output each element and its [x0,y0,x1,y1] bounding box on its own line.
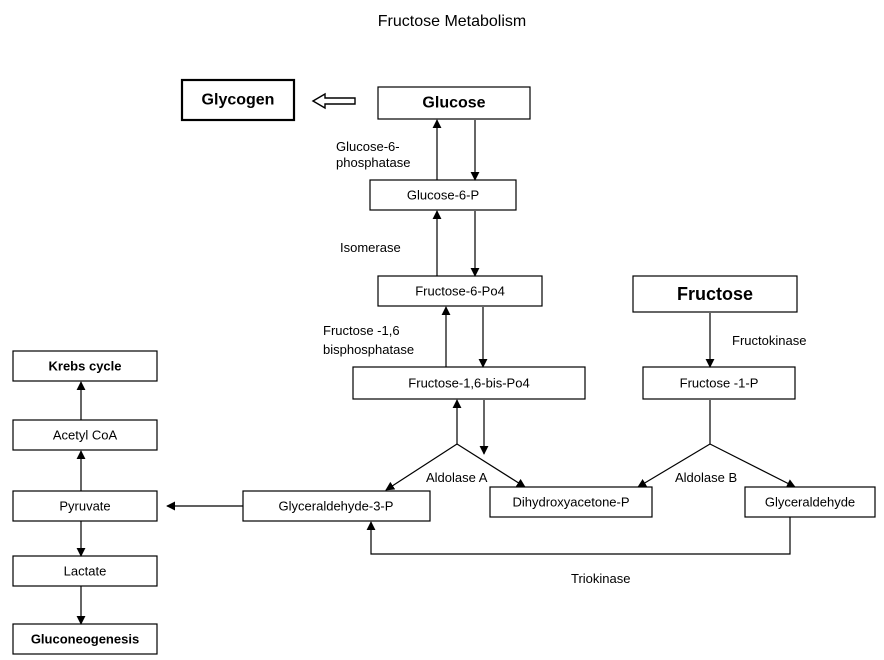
node-gluconeogenesis: Gluconeogenesis [12,623,158,655]
label-glucose-6-phosphatase-line2: phosphatase [336,155,410,170]
node-fructose-6-po4: Fructose-6-Po4 [377,275,543,307]
node-dihydroxyacetone-p: Dihydroxyacetone-P [489,486,653,518]
label-fructokinase: Fructokinase [732,333,806,348]
node-fructose-1-p: Fructose -1-P [642,366,796,400]
node-fructose-1-6-bis-po4: Fructose-1,6-bis-Po4 [352,366,586,400]
label-triokinase: Triokinase [571,571,630,586]
svg-text:Glyceraldehyde-3-P: Glyceraldehyde-3-P [279,499,394,514]
arrow-glyceraldehyde-to-glyceraldehyde-3-p [366,517,791,555]
arrow-aldolase-b-to-glyceraldehyde [709,443,796,488]
node-glycogen: Glycogen [180,78,296,122]
svg-text:Fructose: Fructose [677,284,753,304]
node-acetyl-coa: Acetyl CoA [12,419,158,451]
svg-text:Pyruvate: Pyruvate [59,499,110,514]
node-glucose: Glucose [377,86,531,120]
arrow-aldolase-a-to-glyceraldehyde-3-p [385,443,458,491]
svg-text:Acetyl CoA: Acetyl CoA [53,428,118,443]
label-aldolase-b: Aldolase B [675,470,737,485]
svg-text:Fructose -1-P: Fructose -1-P [680,376,759,391]
svg-text:Lactate: Lactate [64,564,107,579]
svg-text:Glucose: Glucose [422,95,485,112]
node-krebs-cycle: Krebs cycle [12,350,158,382]
node-glyceraldehyde-3-p: Glyceraldehyde-3-P [242,490,431,522]
label-isomerase: Isomerase [340,240,401,255]
arrow-glucose-to-glycogen [311,92,356,110]
label-fructose-bisphosphatase-line1: Fructose -1,6 [323,323,400,338]
svg-text:Glyceraldehyde: Glyceraldehyde [765,495,855,510]
arrow-aldolase-b-to-dihydroxyacetone-p [637,443,711,488]
svg-text:Gluconeogenesis: Gluconeogenesis [31,632,139,647]
svg-text:Glycogen: Glycogen [202,92,275,109]
label-aldolase-a: Aldolase A [426,470,488,485]
svg-text:Fructose-1,6-bis-Po4: Fructose-1,6-bis-Po4 [408,376,529,391]
svg-text:Fructose-6-Po4: Fructose-6-Po4 [415,284,505,299]
label-fructose-bisphosphatase-line2: bisphosphatase [323,342,414,357]
node-glyceraldehyde: Glyceraldehyde [744,486,876,518]
node-pyruvate: Pyruvate [12,490,158,522]
svg-text:Krebs cycle: Krebs cycle [49,359,122,374]
diagram-title: Fructose Metabolism [378,13,527,30]
arrow-aldolase-a-to-dihydroxyacetone-p [456,443,526,488]
svg-text:Glucose-6-P: Glucose-6-P [407,188,479,203]
node-lactate: Lactate [12,555,158,587]
svg-text:Dihydroxyacetone-P: Dihydroxyacetone-P [512,495,629,510]
node-fructose: Fructose [632,275,798,313]
label-glucose-6-phosphatase-line1: Glucose-6- [336,139,400,154]
node-glucose-6-p: Glucose-6-P [369,179,517,211]
